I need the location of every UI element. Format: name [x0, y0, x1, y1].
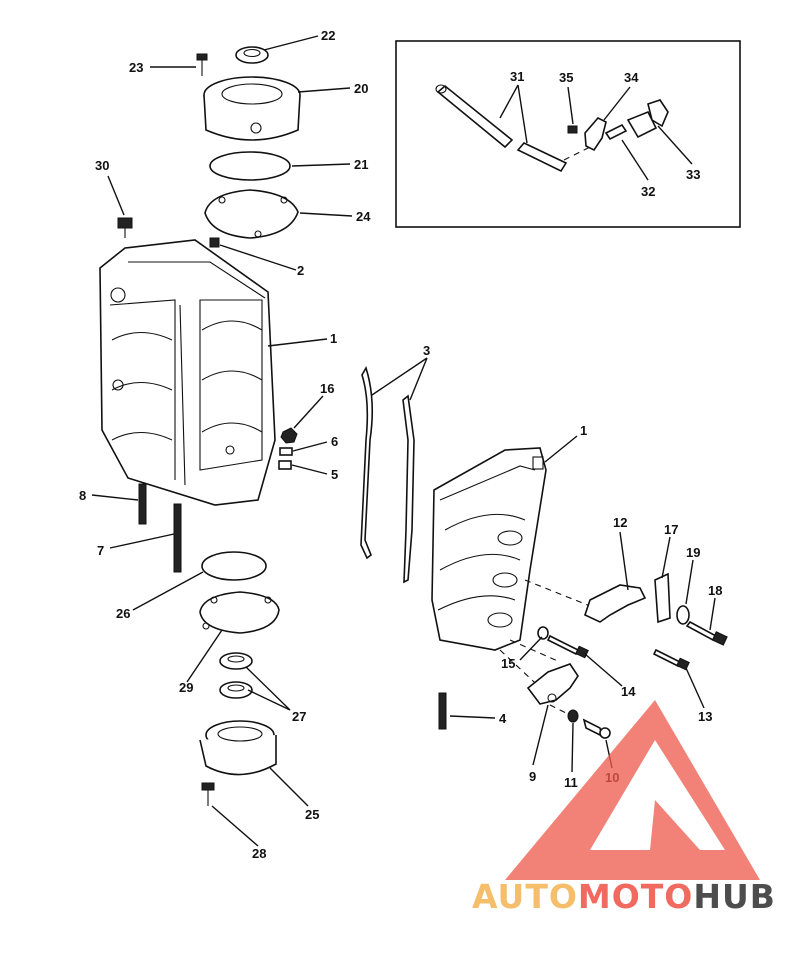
callout-24: 24: [356, 209, 371, 224]
inset-screw-35: [567, 125, 578, 134]
callout-17: 17: [664, 522, 678, 537]
studs-8-7: [138, 483, 182, 573]
callout-15: 15: [501, 656, 515, 671]
callout-7: 7: [97, 543, 104, 558]
callout-33: 33: [686, 167, 700, 182]
bracket-17: [654, 572, 671, 624]
bolt-14: [546, 634, 589, 659]
oring-21: [209, 151, 291, 181]
seal-22: [235, 46, 269, 64]
callout-9: 9: [529, 769, 536, 784]
callout-28: 28: [252, 846, 266, 861]
callout-16: 16: [320, 381, 334, 396]
bearing-housing-20: [203, 76, 301, 141]
callout-32: 32: [641, 184, 655, 199]
svg-text:AUTOMOTOHUB: AUTOMOTOHUB: [472, 877, 776, 916]
inset-frame: [395, 40, 741, 228]
plug-10: [582, 718, 611, 739]
callout-34: 34: [624, 70, 639, 85]
inset-hose-short: [516, 142, 568, 173]
inset-fitting-33: [626, 99, 669, 139]
cylinder-block-left: [99, 239, 276, 506]
gasket-24: [204, 189, 299, 239]
bracket-12: [584, 584, 647, 623]
crankcase-cover-right: [431, 447, 547, 651]
callout-3: 3: [423, 343, 430, 358]
callout-13: 13: [698, 709, 712, 724]
small-parts-16-6-5: [278, 427, 298, 470]
callout-25: 25: [305, 807, 319, 822]
fitting-30: [117, 217, 133, 238]
callout-35: 35: [559, 70, 573, 85]
inset-hose-long: [435, 84, 514, 149]
watermark-triangle: [505, 700, 760, 880]
stud-4: [438, 692, 447, 730]
callout-27: 27: [292, 709, 306, 724]
callout-1a: 1: [330, 331, 337, 346]
callout-30: 30: [95, 158, 109, 173]
callout-18: 18: [708, 583, 722, 598]
screw-28: [201, 782, 215, 806]
callout-23: 23: [129, 60, 143, 75]
callout-4: 4: [499, 711, 507, 726]
callout-8: 8: [79, 488, 86, 503]
callout-29: 29: [179, 680, 193, 695]
watermark-logo: AUTOMOTOHUB: [472, 700, 776, 916]
callout-11: 11: [564, 775, 578, 790]
washer-15: [537, 626, 549, 640]
callout-5: 5: [331, 467, 338, 482]
callout-12: 12: [613, 515, 627, 530]
oring-26: [201, 551, 267, 581]
callout-21: 21: [354, 157, 368, 172]
seals-27: [219, 652, 253, 699]
leader-lines: [91, 35, 716, 847]
callout-1b: 1: [580, 423, 587, 438]
bearing-housing-25: [199, 720, 277, 776]
washer-11: [567, 709, 579, 723]
callout-19: 19: [686, 545, 700, 560]
bolt-18: [685, 620, 728, 646]
inset-bracket-34: [584, 117, 607, 152]
callout-6: 6: [331, 434, 338, 449]
bracket-9: [526, 663, 579, 705]
seal-strips-3: [360, 366, 415, 584]
watermark-hub: HUB: [693, 877, 776, 916]
gasket-29: [199, 591, 280, 634]
bolt-13: [652, 648, 690, 671]
callout-14: 14: [621, 684, 636, 699]
screw-23: [196, 53, 208, 76]
callout-22: 22: [321, 28, 335, 43]
callout-2: 2: [297, 263, 304, 278]
washer-19: [676, 605, 690, 625]
inset-fitting-32: [604, 123, 628, 141]
watermark-moto: MOTO: [578, 877, 693, 916]
callout-31: 31: [510, 69, 524, 84]
callout-20: 20: [354, 81, 368, 96]
callout-26: 26: [116, 606, 130, 621]
watermark-auto: AUTO: [472, 877, 578, 916]
plug-2: [209, 237, 220, 248]
